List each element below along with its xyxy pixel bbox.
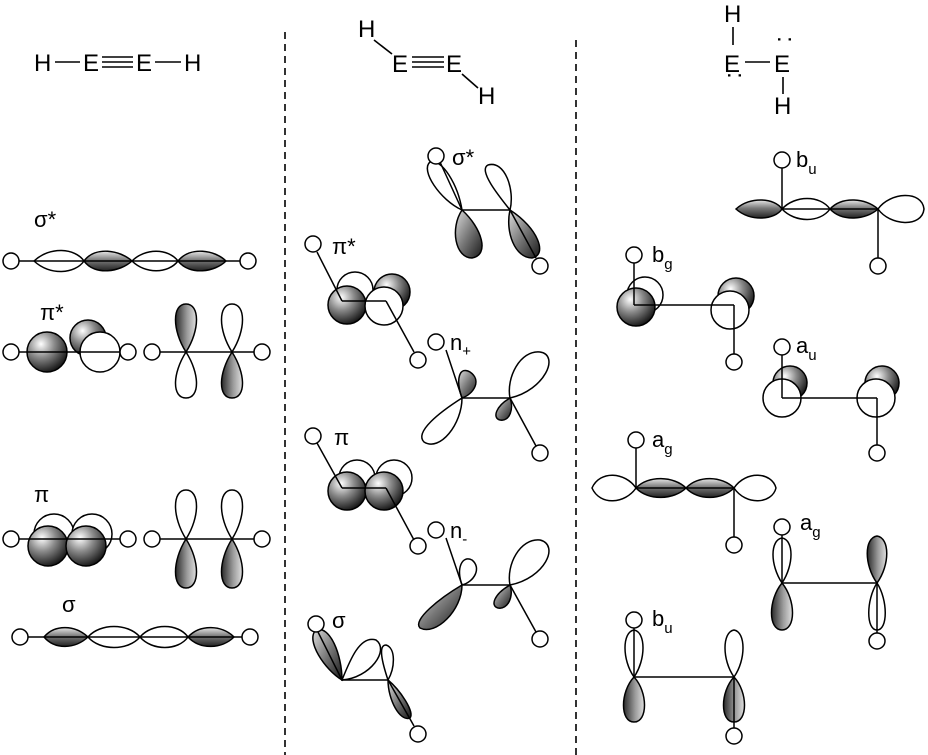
atom-h-bottom: H [478,83,495,110]
atom-e-right: E [446,51,462,78]
lone-pair-right: : [772,36,799,43]
atom-h-top: H [724,1,741,28]
atom-h-bottom: H [774,93,791,120]
label-bg: bg [652,242,673,273]
orbital-pi-star-endon [2,319,137,373]
orbital-bu-lower [622,611,746,745]
orbital-sigma-star-linear [2,249,257,273]
orbital-n-minus-trans [417,521,550,648]
atom-e-left: E [83,50,99,77]
label-sigma-star-trans: σ* [452,145,475,170]
orbital-bg [616,246,755,371]
lone-pair-left: : [722,72,749,79]
atom-h-left: H [34,50,51,77]
linear-structure: H E E H [34,50,201,77]
atom-h-top: H [358,16,375,43]
lone-pair-structure: H E : E : H [722,1,799,120]
orbital-pi-star-sideon [143,303,271,399]
orbital-n-plus-trans [421,333,550,462]
orbital-pi-sideon [143,489,271,589]
orbital-pi-endon [2,513,137,567]
atom-h-right: H [184,50,201,77]
label-sigma-trans: σ [332,608,346,633]
label-au: au [796,333,817,364]
label-ag-upper: ag [652,427,673,458]
orbital-pi-star-trans [304,235,427,369]
label-pi-star: π* [40,300,64,325]
orbital-bu-upper [734,151,925,275]
label-pi-trans: π [334,425,349,450]
label-pi-star-trans: π* [332,234,356,259]
atom-e-left: E [392,51,408,78]
orbital-sigma-linear [11,625,259,649]
orbital-au [762,338,900,462]
atom-e-right: E [136,50,152,77]
orbital-ag-lower [770,518,888,650]
label-bu-upper: bu [796,147,817,178]
label-sigma-star: σ* [34,207,57,232]
label-sigma: σ [62,592,76,617]
orbital-sigma-trans [307,615,427,743]
orbital-sigma-star-trans [426,147,549,275]
label-n-minus: n- [450,518,467,548]
orbital-pi-trans [304,427,427,555]
orbital-ag-upper [591,431,777,554]
atom-e-right: E [774,51,790,78]
label-n-plus: n+ [450,330,471,360]
atom-e-left: E [724,51,740,78]
trans-bent-structure: H E E H [358,16,495,110]
label-ag-lower: ag [800,510,821,541]
label-bu-lower: bu [652,606,673,637]
label-pi: π [34,482,49,507]
